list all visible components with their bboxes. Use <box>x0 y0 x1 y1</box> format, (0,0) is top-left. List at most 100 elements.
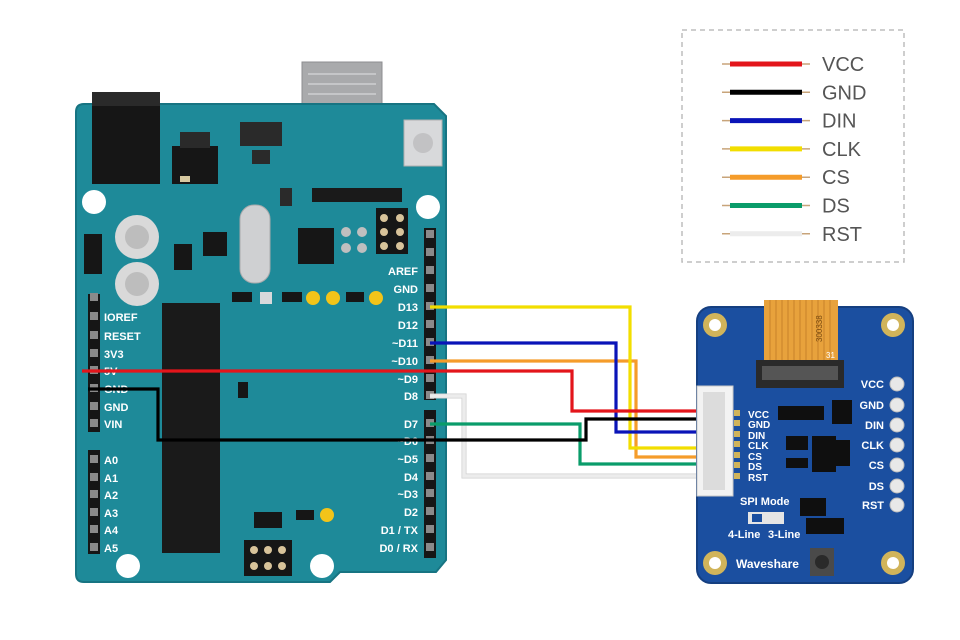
right-header-bottom <box>424 410 436 558</box>
module-connector-label: DIN <box>748 431 765 442</box>
connector-pad <box>734 410 740 416</box>
arduino-left-pin-label: 3V3 <box>104 349 124 361</box>
header-pin <box>90 525 98 533</box>
legend-label: RST <box>822 224 862 246</box>
header-pin <box>90 331 98 339</box>
legend-item: VCC <box>722 54 864 76</box>
side-pad <box>889 437 905 453</box>
header-pin <box>426 230 434 238</box>
mount-hole <box>310 554 334 578</box>
arduino-left-pin-label: A1 <box>104 473 118 485</box>
arduino-right-pin-label: ~D11 <box>392 338 418 350</box>
legend-item: RST <box>722 224 862 246</box>
arduino-right-pin-label: D4 <box>404 472 419 484</box>
header-pin <box>90 455 98 463</box>
legend-label: DS <box>822 196 850 218</box>
header-pin <box>90 543 98 551</box>
header-pin <box>426 543 434 551</box>
usb-chip <box>298 228 334 264</box>
mount-hole <box>416 195 440 219</box>
header-pin <box>90 419 98 427</box>
wire-cs <box>430 359 712 459</box>
header-pin <box>90 508 98 516</box>
legend-item: DIN <box>722 111 856 133</box>
arduino-right-pin-label: ~D9 <box>398 374 419 386</box>
header-pin <box>426 472 434 480</box>
module-side-label: CS <box>869 460 884 472</box>
connector-pad <box>734 452 740 458</box>
header-pin <box>90 402 98 410</box>
module-side-label: GND <box>860 400 885 412</box>
connector-pad <box>734 420 740 426</box>
four-line-label: 4-Line <box>728 529 760 541</box>
wire-din <box>430 341 712 434</box>
legend-frame <box>681 29 905 263</box>
wire-clk <box>430 305 712 450</box>
arduino-left-pin-label: A3 <box>104 508 118 520</box>
module-connector-label: VCC <box>748 410 769 421</box>
header-pin <box>426 284 434 292</box>
header-pin <box>90 312 98 320</box>
module-side-label: DIN <box>865 420 884 432</box>
side-pad <box>889 417 905 433</box>
left-header-analog <box>88 450 100 554</box>
arduino-right-pin-label: AREF <box>388 266 418 278</box>
icsp-header-bottom <box>244 540 292 576</box>
module-connector-label: CLK <box>748 441 769 452</box>
header-pin <box>90 490 98 498</box>
header-pin <box>90 349 98 357</box>
module-connector-label: GND <box>748 420 770 431</box>
header-pin <box>426 248 434 256</box>
module-side-label: VCC <box>861 379 884 391</box>
led <box>306 291 320 305</box>
header-pin <box>426 489 434 497</box>
module-side-label: DS <box>869 481 884 493</box>
led <box>369 291 383 305</box>
power-jack <box>92 92 160 184</box>
wire-rst <box>430 394 712 478</box>
side-pad <box>889 478 905 494</box>
wires <box>82 305 712 479</box>
legend-item: GND <box>722 82 866 104</box>
led <box>326 291 340 305</box>
legend-label: CS <box>822 167 850 189</box>
legend-item: CLK <box>722 139 862 161</box>
arduino-right-pin-label: ~D6 <box>398 436 419 448</box>
side-pad <box>889 376 905 392</box>
wire-gnd <box>88 387 712 442</box>
wire-vcc <box>82 369 712 413</box>
arduino-left-pin-label: IOREF <box>104 312 138 324</box>
brand-label: Waveshare <box>736 557 799 571</box>
arduino-right-pin-label: ~D3 <box>398 489 419 501</box>
legend-item: CS <box>722 167 850 189</box>
left-header-power <box>88 294 100 432</box>
arduino-left-pin-label: A5 <box>104 543 118 555</box>
header-pin <box>426 454 434 462</box>
arduino-right-pin-label: GND <box>394 284 419 296</box>
crystal <box>239 204 271 284</box>
ribbon-pin: 31 <box>826 351 835 360</box>
legend: VCC GND DIN CLK CS DS RST <box>681 29 905 263</box>
arduino-right-pin-label: D0 / RX <box>379 543 418 555</box>
connector-pad <box>734 431 740 437</box>
side-pad <box>889 397 905 413</box>
ribbon-code: 300338 <box>815 315 824 342</box>
module-side-label: RST <box>862 500 884 512</box>
module-connector-label: CS <box>748 452 762 463</box>
side-pad <box>889 497 905 513</box>
header-pin <box>426 266 434 274</box>
regulator-chip <box>172 146 218 184</box>
arduino-left-pin-label: A4 <box>104 525 119 537</box>
connector-pad <box>734 462 740 468</box>
atmega-chip <box>162 303 220 553</box>
arduino-right-pin-label: D7 <box>404 419 418 431</box>
header-pin <box>426 507 434 515</box>
arduino-right-pin-label: D1 / TX <box>381 525 419 537</box>
spi-mode-label: SPI Mode <box>740 496 790 508</box>
header-pin <box>90 473 98 481</box>
arduino-right-pin-label: D2 <box>404 507 418 519</box>
mount-hole <box>82 190 106 214</box>
legend-label: GND <box>822 82 866 104</box>
